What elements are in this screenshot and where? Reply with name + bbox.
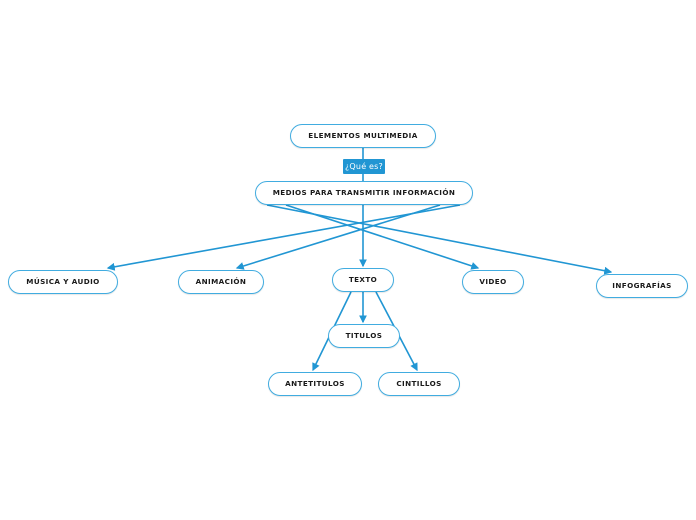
node-cintillos[interactable]: CINTILLOS (378, 372, 460, 396)
node-animacion[interactable]: ANIMACIÓN (178, 270, 264, 294)
node-medios[interactable]: MEDIOS PARA TRANSMITIR INFORMACIÓN (255, 181, 473, 205)
node-label-root: ELEMENTOS MULTIMEDIA (308, 131, 418, 141)
node-label-titulos: TITULOS (345, 331, 383, 341)
node-label-antetitulos: ANTETITULOS (285, 379, 345, 389)
node-titulos[interactable]: TITULOS (328, 324, 400, 348)
node-label-cintillos: CINTILLOS (396, 379, 442, 389)
node-label-infografias: INFOGRAFÍAS (612, 281, 672, 291)
node-texto[interactable]: TEXTO (332, 268, 394, 292)
node-label-animacion: ANIMACIÓN (195, 277, 247, 287)
node-label-musica: MÚSICA Y AUDIO (26, 277, 100, 287)
badge-label-que-es: ¿Qué es? (344, 162, 383, 171)
node-label-texto: TEXTO (348, 275, 378, 285)
node-label-video: VIDEO (479, 277, 507, 287)
node-label-medios: MEDIOS PARA TRANSMITIR INFORMACIÓN (272, 188, 456, 198)
node-musica[interactable]: MÚSICA Y AUDIO (8, 270, 118, 294)
node-infografias[interactable]: INFOGRAFÍAS (596, 274, 688, 298)
node-antetitulos[interactable]: ANTETITULOS (268, 372, 362, 396)
node-video[interactable]: VIDEO (462, 270, 524, 294)
node-root[interactable]: ELEMENTOS MULTIMEDIA (290, 124, 436, 148)
badge-que-es[interactable]: ¿Qué es? (343, 159, 385, 174)
